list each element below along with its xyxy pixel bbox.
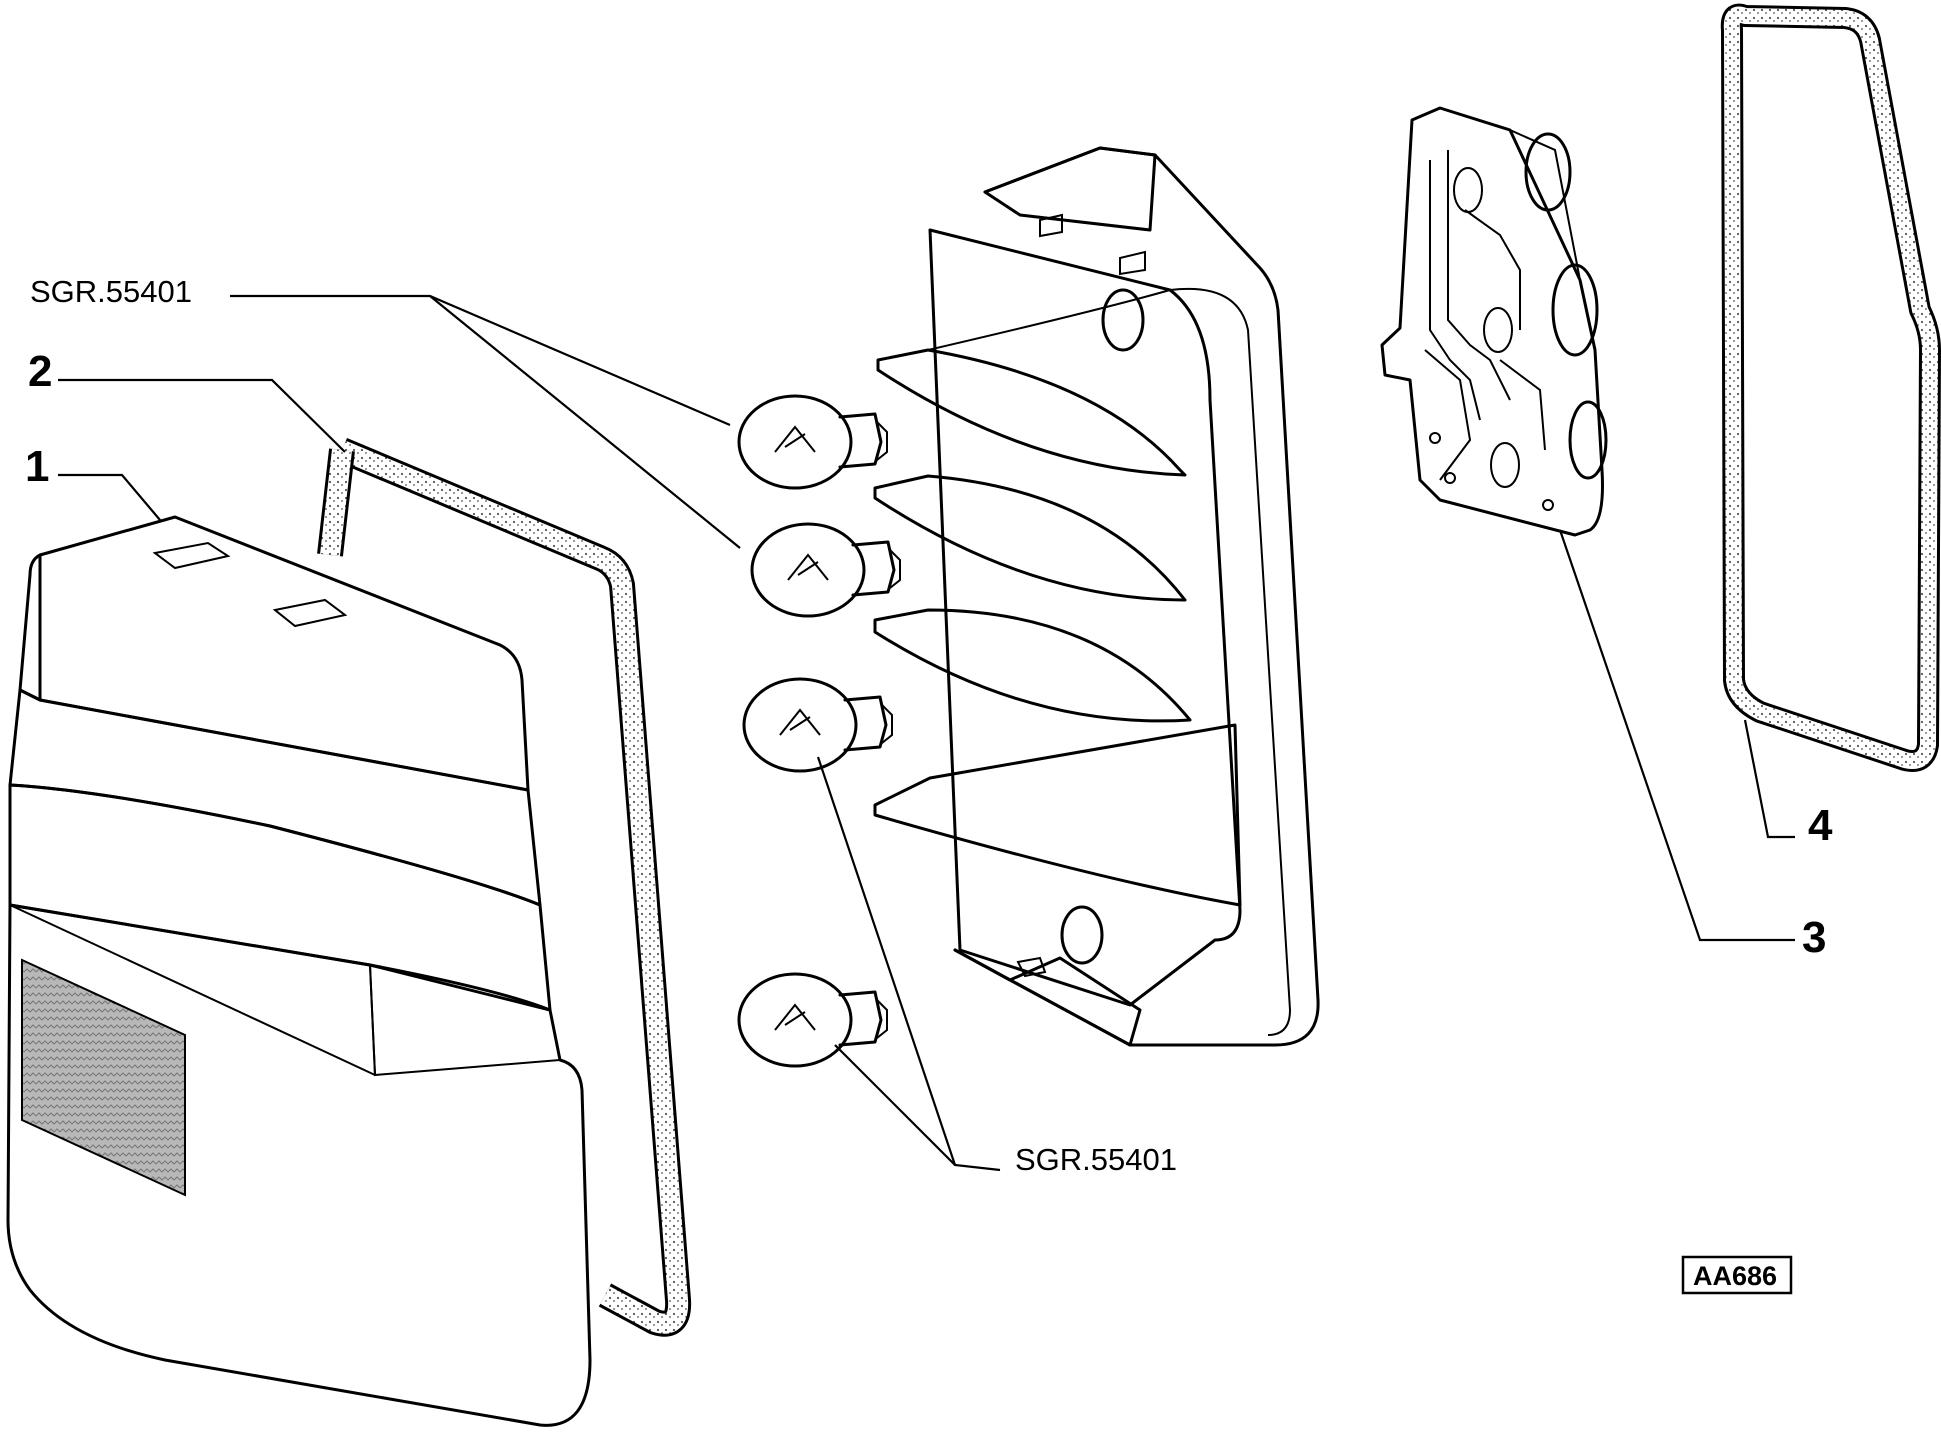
bulb-3	[742, 677, 893, 773]
bulb-1	[737, 394, 888, 490]
lamp-housing	[873, 146, 1320, 1047]
part-label-1: 1	[25, 442, 49, 491]
reference-label-bottom: SGR.55401	[1015, 1142, 1177, 1177]
gasket-part-4	[1720, 3, 1941, 772]
part-labels: 2 1 3 4 SGR.55401 SGR.55401	[25, 274, 1833, 1177]
bulb-2	[750, 522, 901, 618]
part-label-4: 4	[1808, 801, 1833, 850]
drawing-code: AA686	[1693, 1261, 1777, 1291]
tail-light-lens-part-1	[6, 515, 592, 1427]
part-label-3: 3	[1802, 913, 1826, 962]
bulb-holder-part-3	[1380, 106, 1608, 537]
bulb-4	[737, 972, 888, 1068]
leader-lines	[58, 294, 1795, 1172]
reference-label-top: SGR.55401	[30, 274, 192, 309]
gasket-part-2	[317, 438, 692, 1337]
drawing-code-box: AA686	[1681, 1255, 1793, 1295]
part-label-2: 2	[28, 347, 52, 396]
